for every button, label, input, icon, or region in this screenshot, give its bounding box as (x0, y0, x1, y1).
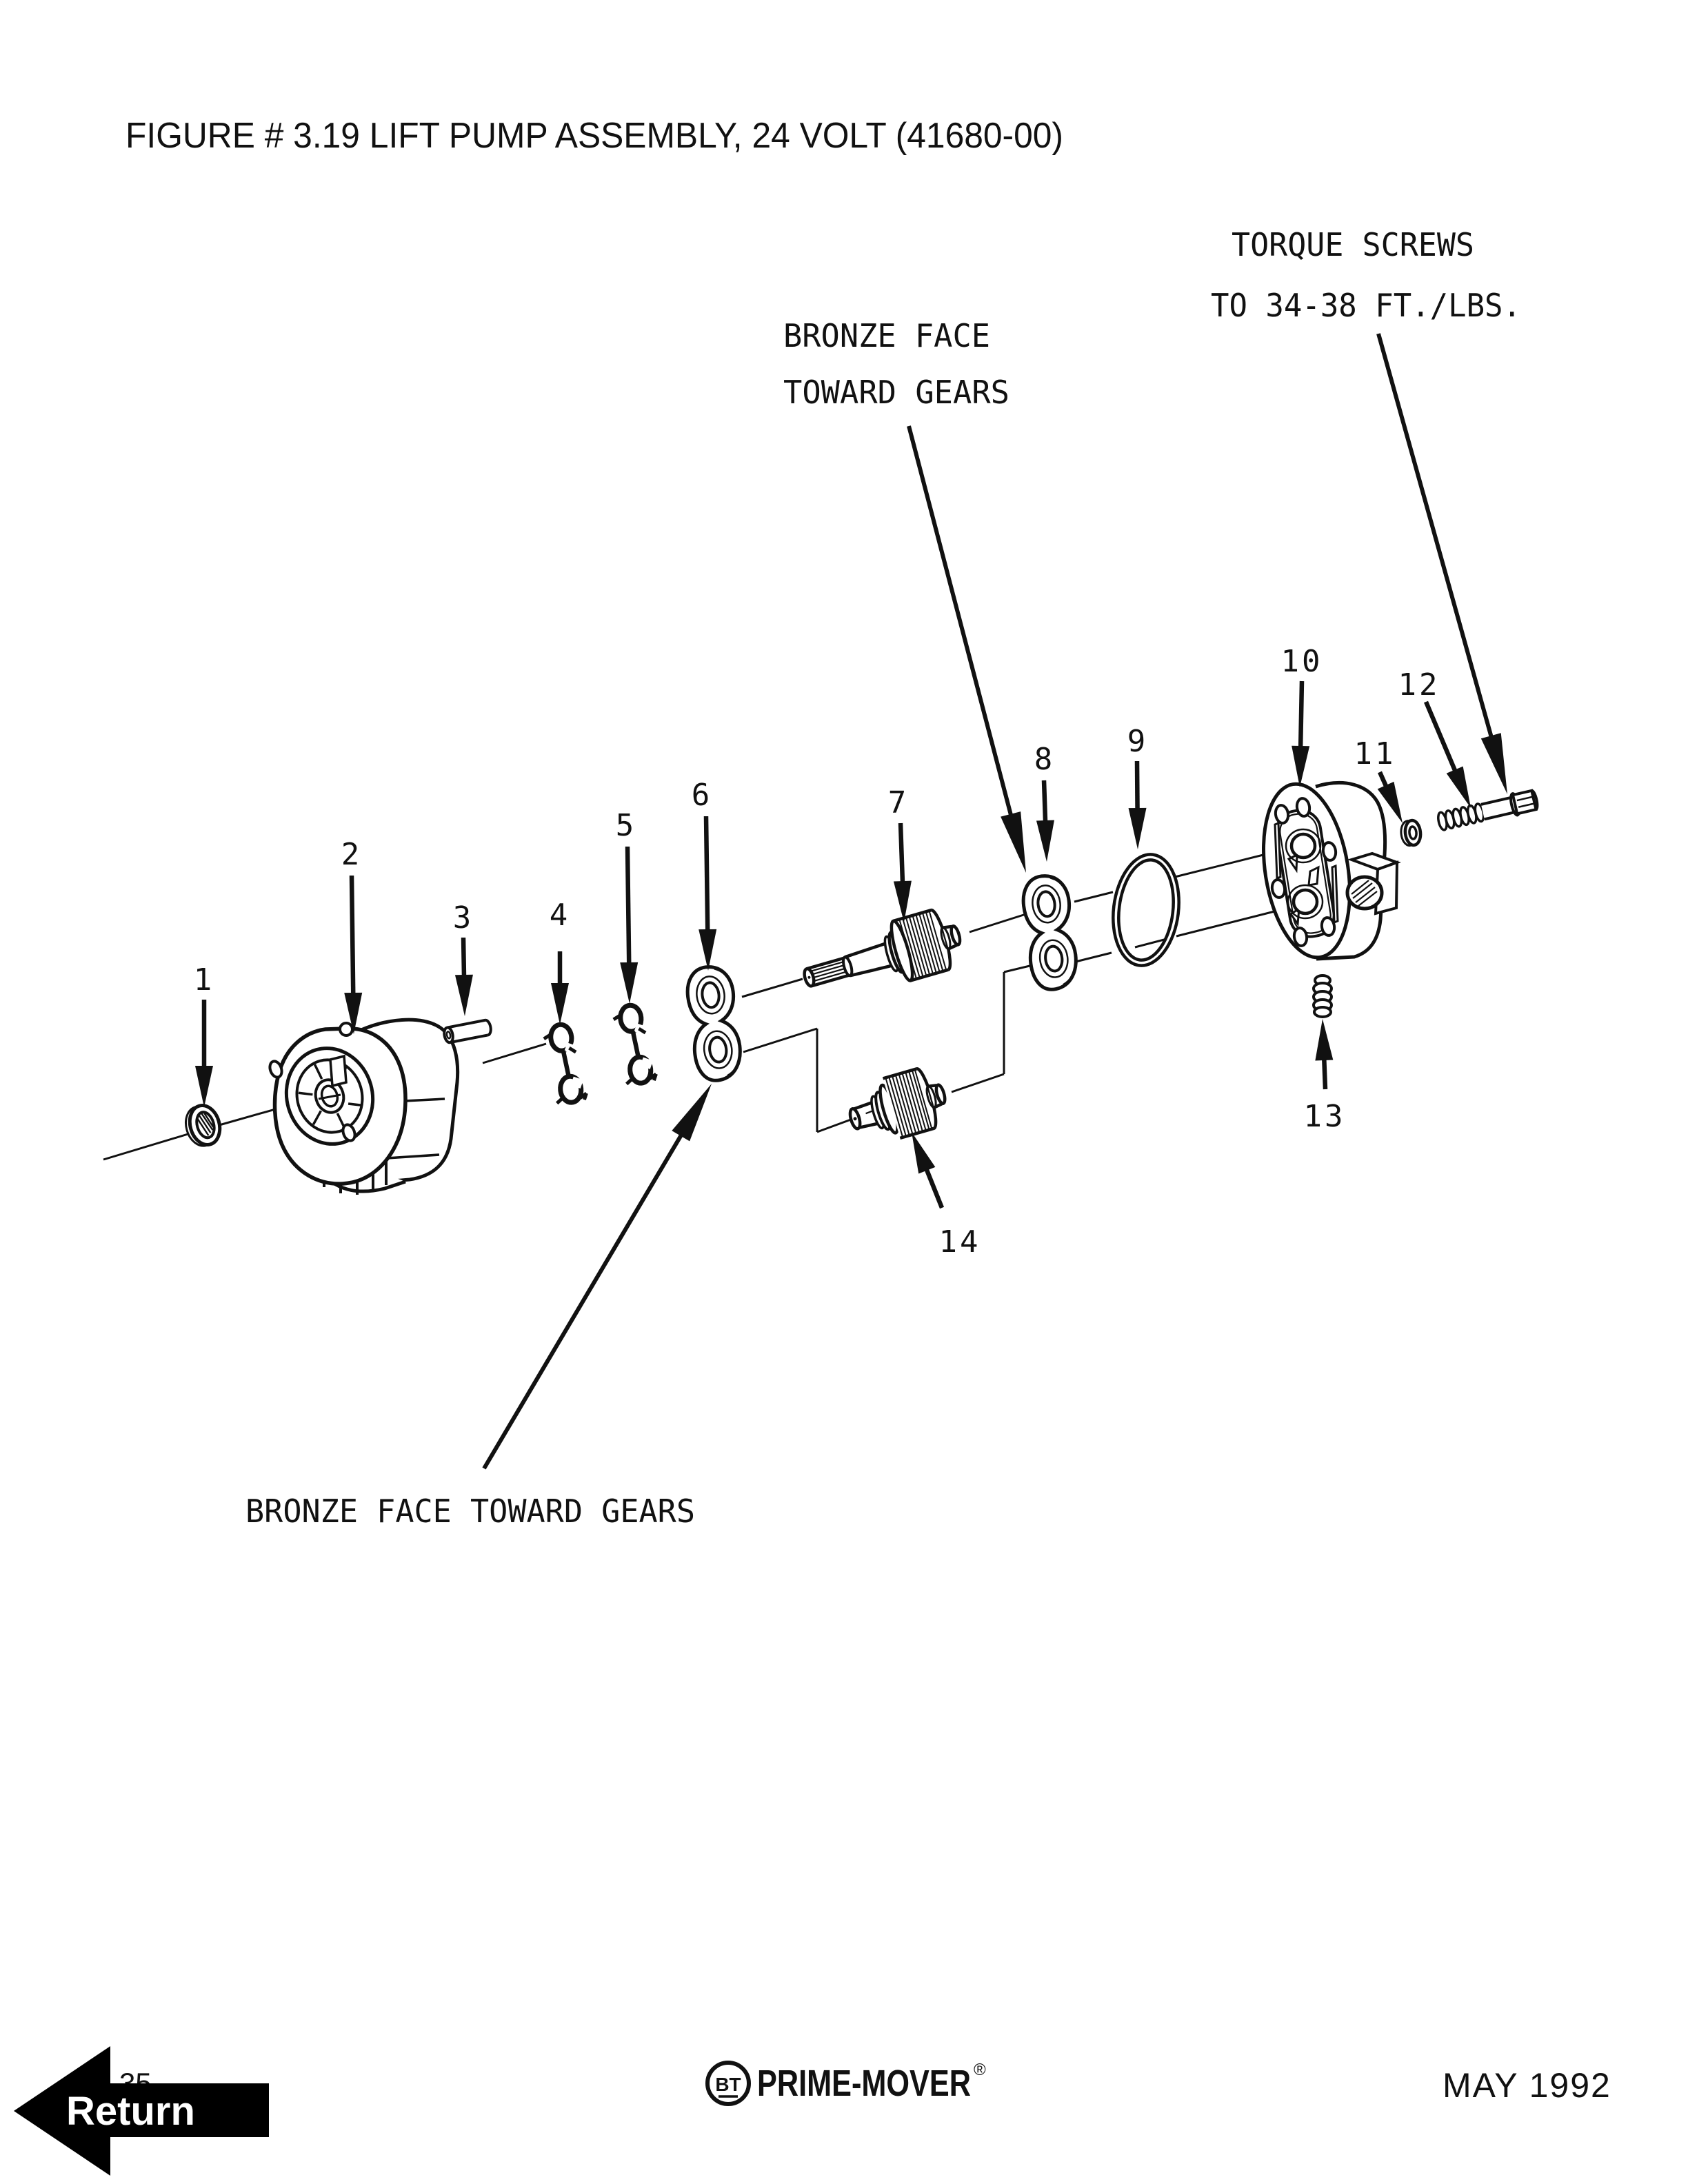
part-4-retaining-ring (543, 1022, 587, 1104)
part-1-shaft-seal (185, 1104, 222, 1147)
cover-bolt-holes (1270, 797, 1338, 947)
bronze-face-bottom-note: BRONZE FACE TOWARD GEARS (245, 1493, 695, 1530)
brand-emblem-text: BT (715, 2074, 741, 2095)
part-leader-8-head (1036, 820, 1054, 862)
part-12-cap-screw (1437, 789, 1539, 831)
part-leader-14-stem (923, 1166, 945, 1209)
seal-hatch-lines (196, 1112, 214, 1136)
annotation-leader-2-stem (1376, 333, 1494, 739)
part-leader-9-stem (1134, 760, 1140, 811)
part-11-seal-washer (1400, 818, 1423, 847)
construction-line (103, 1132, 191, 1161)
annotation-leader-1-stem (907, 425, 1014, 818)
part-label-2: 2 (341, 837, 363, 872)
part-leader-11-head (1377, 781, 1403, 823)
part-label-6: 6 (692, 778, 713, 813)
part-6-wear-plate (685, 964, 744, 1083)
part-5-retaining-ring (612, 1003, 657, 1085)
part-2-pump-housing (268, 1018, 460, 1195)
part-label-11: 11 (1354, 736, 1396, 771)
part-leader-13-head (1315, 1019, 1334, 1061)
part-leader-12-stem (1424, 700, 1458, 774)
part-label-3: 3 (453, 900, 474, 936)
part-leader-6-head (699, 929, 717, 971)
part-10-rear-cover (1261, 781, 1401, 961)
part-leader-1-head (195, 1066, 213, 1107)
return-button-label: Return (66, 2089, 195, 2134)
part-label-4: 4 (550, 898, 571, 933)
part-leader-7-stem (898, 822, 905, 884)
part-leader-3-stem (461, 937, 467, 978)
part-leader-7-head (893, 880, 912, 922)
part-leader-14-head (912, 1132, 936, 1174)
part-label-7: 7 (888, 785, 910, 820)
construction-line (1074, 891, 1114, 903)
torque-note-line1: TORQUE SCREWS (1232, 226, 1474, 263)
brand-logo: BT PRIME-MOVER ® (705, 2061, 986, 2106)
part-leader-5-head (620, 962, 639, 1004)
part-label-13: 13 (1304, 1099, 1346, 1134)
bronze-face-note-line1: BRONZE FACE (783, 317, 990, 354)
part-leader-2-head (344, 992, 363, 1034)
part-3-dowel-pin (443, 1018, 492, 1044)
annotation-leader-1-head (1001, 811, 1026, 873)
part-leader-9-head (1128, 807, 1147, 849)
brand-emblem-circle (705, 2061, 751, 2106)
part-label-9: 9 (1127, 724, 1149, 759)
port-threads (1351, 880, 1378, 907)
construction-line (1072, 951, 1112, 964)
part-leader-8-stem (1041, 780, 1048, 824)
part-label-10: 10 (1281, 644, 1323, 679)
brand-name: PRIME-MOVER (757, 2063, 971, 2104)
part-14-idler-gear (848, 1067, 947, 1140)
part-7-drive-gear-shaft (803, 908, 962, 988)
page-title: FIGURE # 3.19 LIFT PUMP ASSEMBLY, 24 VOL… (125, 116, 1063, 156)
part-leader-6-stem (703, 816, 710, 933)
part-9-o-ring (1112, 853, 1180, 967)
bronze-face-note-line2: TOWARD GEARS (783, 374, 1009, 411)
part-label-14: 14 (939, 1224, 981, 1260)
part-leader-4-head (551, 983, 569, 1024)
revision-date: MAY 1992 (1443, 2066, 1611, 2105)
part-13-spring (1312, 974, 1333, 1018)
annotation-leader-3-stem (482, 1132, 684, 1470)
return-button[interactable]: Return (14, 2046, 269, 2176)
part-leader-3-head (454, 974, 473, 1016)
leader-arrows (195, 333, 1507, 1470)
part-leader-12-head (1446, 766, 1471, 808)
part-label-12: 12 (1398, 667, 1440, 702)
part-leader-10-stem (1298, 680, 1305, 749)
torque-note-line2: TO 34-38 FT./LBS. (1211, 287, 1521, 324)
part-leader-5-stem (625, 846, 632, 966)
construction-line (482, 1042, 547, 1064)
part-label-8: 8 (1034, 742, 1056, 777)
part-8-wear-plate (1021, 873, 1080, 992)
part-leader-13-stem (1321, 1057, 1328, 1090)
construction-line (1134, 938, 1167, 949)
construction-line (969, 911, 1031, 933)
return-arrow-shape (14, 2046, 269, 2176)
part-label-1: 1 (194, 962, 215, 998)
construction-line (741, 978, 803, 998)
construction-line (951, 1073, 1005, 1093)
construction-line (1174, 852, 1269, 878)
annotation-leader-2-head (1480, 733, 1507, 794)
part-leader-11-stem (1378, 771, 1389, 789)
part-leader-10-head (1292, 745, 1310, 787)
annotation-leader-3-head (672, 1084, 712, 1142)
part-leader-2-stem (349, 875, 356, 996)
part-label-5: 5 (616, 808, 637, 843)
registered-mark: ® (974, 2061, 986, 2079)
construction-line (743, 1027, 818, 1053)
